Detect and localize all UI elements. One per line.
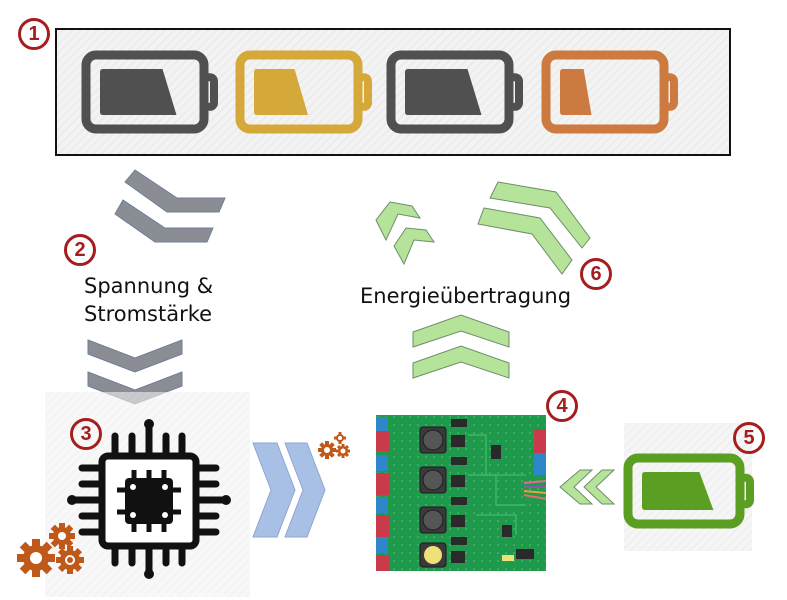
green-chevron-5 bbox=[412, 314, 510, 348]
gray-chevron-arrows-upper bbox=[114, 169, 226, 243]
blue-chevron-arrows bbox=[252, 442, 326, 538]
marker-4: 4 bbox=[546, 390, 578, 422]
green-chevron-1 bbox=[375, 201, 422, 242]
marker-5: 5 bbox=[733, 422, 765, 454]
battery-charge-fill bbox=[405, 69, 482, 115]
battery-cell-4 bbox=[541, 50, 678, 134]
voltage-label-line1: Spannung & bbox=[84, 274, 214, 298]
battery-terminal bbox=[660, 73, 678, 111]
pcb-board-image bbox=[376, 415, 547, 571]
marker-6: 6 bbox=[580, 258, 612, 290]
battery-charge-fill bbox=[254, 69, 308, 115]
green-chevron-4 bbox=[477, 207, 573, 275]
green-chevron-2 bbox=[393, 227, 436, 266]
marker-1: 1 bbox=[18, 18, 50, 50]
battery-charge-fill bbox=[642, 472, 714, 510]
battery-cell-1 bbox=[81, 50, 218, 134]
green-chevron-6 bbox=[412, 345, 510, 379]
marker-2: 2 bbox=[64, 234, 96, 266]
marker-3: 3 bbox=[70, 418, 102, 450]
battery-terminal bbox=[200, 73, 218, 111]
gray-chevron-1 bbox=[124, 169, 226, 213]
blue-chevron-1 bbox=[252, 442, 296, 538]
green-chevron-8 bbox=[583, 469, 616, 505]
battery-charge-fill bbox=[560, 69, 592, 115]
battery-terminal bbox=[505, 73, 523, 111]
green-chevron-arrows-left bbox=[559, 469, 616, 505]
gray-chevron-3 bbox=[87, 339, 183, 373]
gray-chevron-arrows-lower bbox=[87, 339, 183, 405]
green-chevron-3 bbox=[489, 181, 591, 249]
gray-chevron-2 bbox=[114, 199, 214, 243]
gears-icon-small bbox=[318, 432, 350, 459]
energy-transfer-label: Energieübertragung bbox=[360, 284, 572, 308]
voltage-label-line2: Stromstärke bbox=[84, 302, 213, 326]
battery-charge-fill bbox=[100, 69, 177, 115]
microchip-icon bbox=[67, 419, 231, 579]
blue-chevron-2 bbox=[284, 442, 326, 538]
battery-cell-3 bbox=[386, 50, 523, 134]
green-chevron-arrows-small bbox=[375, 201, 436, 266]
green-chevron-7 bbox=[559, 469, 594, 505]
battery-cell-2 bbox=[235, 50, 372, 134]
voltage-current-label: Spannung & Stromstärke bbox=[84, 272, 213, 328]
gears-icon-large bbox=[17, 523, 84, 577]
chip-core bbox=[125, 478, 173, 524]
green-chevron-arrows-large bbox=[477, 181, 591, 275]
green-chevron-arrows-up bbox=[412, 314, 510, 379]
battery-terminal bbox=[354, 73, 372, 111]
source-battery-icon bbox=[623, 453, 754, 529]
battery-terminal bbox=[736, 473, 754, 509]
source-battery bbox=[623, 453, 754, 529]
